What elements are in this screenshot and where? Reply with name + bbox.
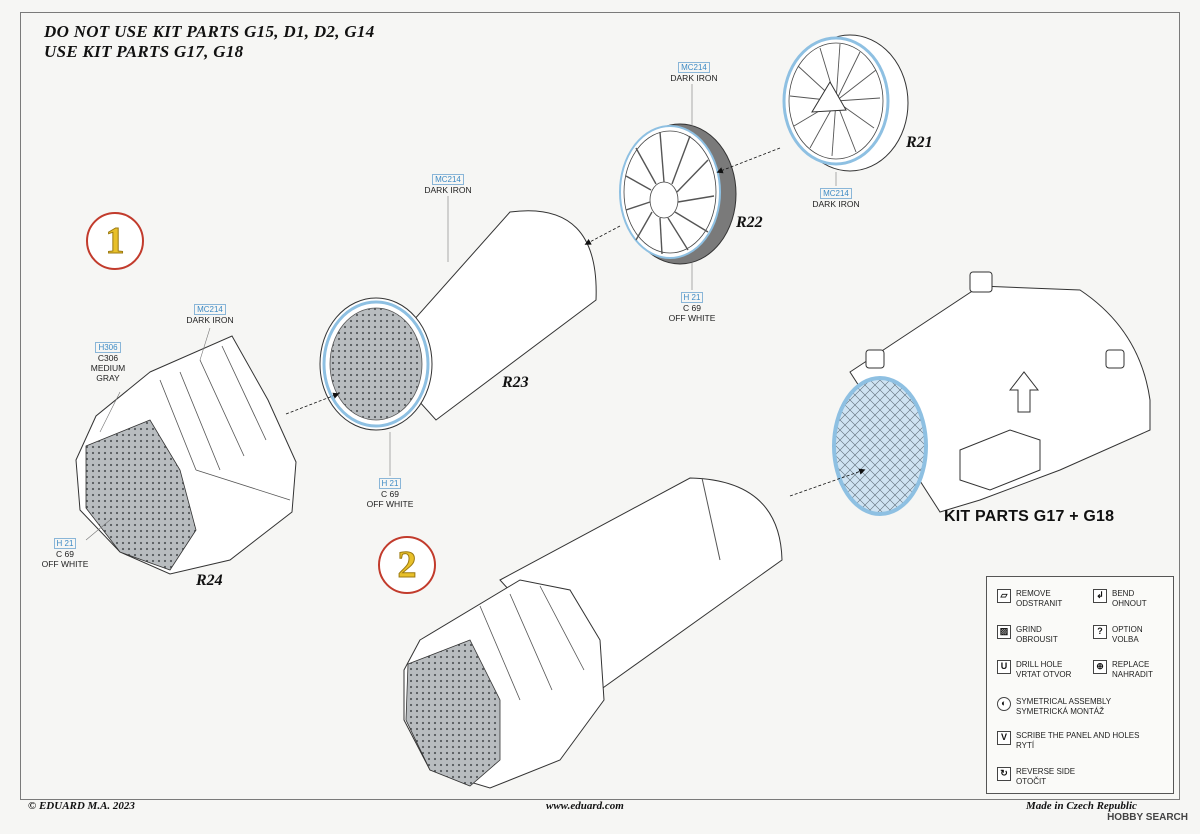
paint-name: DARK IRON [812, 199, 860, 209]
step-1-marker: 1 [86, 212, 144, 270]
step-1-number: 1 [105, 220, 125, 262]
reverse-side-icon: ↻ [997, 767, 1011, 781]
part-r22 [619, 123, 737, 265]
callout-r22-bottom: H 21 C 69 OFF WHITE [662, 292, 722, 323]
paint-code: H 21 [680, 292, 704, 303]
footer-website: www.eduard.com [546, 800, 624, 812]
callout-r23-top: MC214 DARK IRON [418, 174, 478, 195]
kit-parts-label: KIT PARTS G17 + G18 [944, 508, 1115, 525]
header-line-1: DO NOT USE KIT PARTS G15, D1, D2, G14 [44, 22, 375, 41]
paint-name: DARK IRON [424, 185, 472, 195]
part-r23 [319, 210, 597, 431]
remove-icon: ▱ [997, 589, 1011, 603]
assembly-arrows [285, 147, 866, 497]
paint-code: MC214 [194, 304, 226, 315]
paint-name: OFF WHITE [41, 559, 89, 569]
option-icon: ? [1093, 625, 1107, 639]
paint-code: MC214 [678, 62, 710, 73]
header-line-2: USE KIT PARTS G17, G18 [44, 42, 244, 61]
kit-housing [832, 271, 1151, 516]
callout-r22-top: MC214 DARK IRON [664, 62, 724, 83]
footer-made-in: Made in Czech Republic [1026, 800, 1137, 812]
paint-name: DARK IRON [186, 315, 234, 325]
bend-icon: ↲ [1093, 589, 1107, 603]
part-label-r23: R23 [502, 374, 529, 391]
callout-leaders [85, 84, 837, 541]
part-label-r22: R22 [736, 214, 763, 231]
step-2-number: 2 [397, 544, 417, 586]
footer-copyright: © EDUARD M.A. 2023 [28, 800, 135, 812]
symmetrical-icon: ◐ [997, 697, 1011, 711]
step-2-marker: 2 [378, 536, 436, 594]
part-r21 [782, 34, 909, 172]
paint-name-line-1: MEDIUM [90, 363, 126, 373]
callout-r23-bottom: H 21 C 69 OFF WHITE [360, 478, 420, 509]
sheet-border [20, 12, 1180, 800]
assembled-nozzle [403, 477, 783, 789]
callout-r24-top: MC214 DARK IRON [180, 304, 240, 325]
paint-c-code: C 69 [56, 549, 74, 559]
paint-code: H 21 [53, 538, 77, 549]
part-label-r24: R24 [196, 572, 223, 589]
callout-r24-gray: H306 C306 MEDIUM GRAY [82, 342, 134, 383]
paint-name-line-2: GRAY [96, 373, 120, 383]
paint-c-code: C 69 [683, 303, 701, 313]
paint-code: H 21 [378, 478, 402, 489]
paint-c-code: C306 [97, 353, 119, 363]
part-r24 [75, 335, 297, 575]
paint-code: MC214 [432, 174, 464, 185]
part-label-r21: R21 [906, 134, 933, 151]
callout-r21-bottom: MC214 DARK IRON [806, 188, 866, 209]
paint-code: MC214 [820, 188, 852, 199]
paint-c-code: C 69 [381, 489, 399, 499]
scribe-icon: V [997, 731, 1011, 745]
replace-icon: ⊕ [1093, 660, 1107, 674]
drill-hole-icon: U [997, 660, 1011, 674]
paint-name: DARK IRON [670, 73, 718, 83]
paint-name: OFF WHITE [668, 313, 716, 323]
callout-r24-bottom: H 21 C 69 OFF WHITE [36, 538, 94, 569]
paint-code: H306 [95, 342, 121, 353]
watermark: HOBBY SEARCH [1107, 812, 1188, 823]
paint-name: OFF WHITE [366, 499, 414, 509]
grind-icon: ▨ [997, 625, 1011, 639]
